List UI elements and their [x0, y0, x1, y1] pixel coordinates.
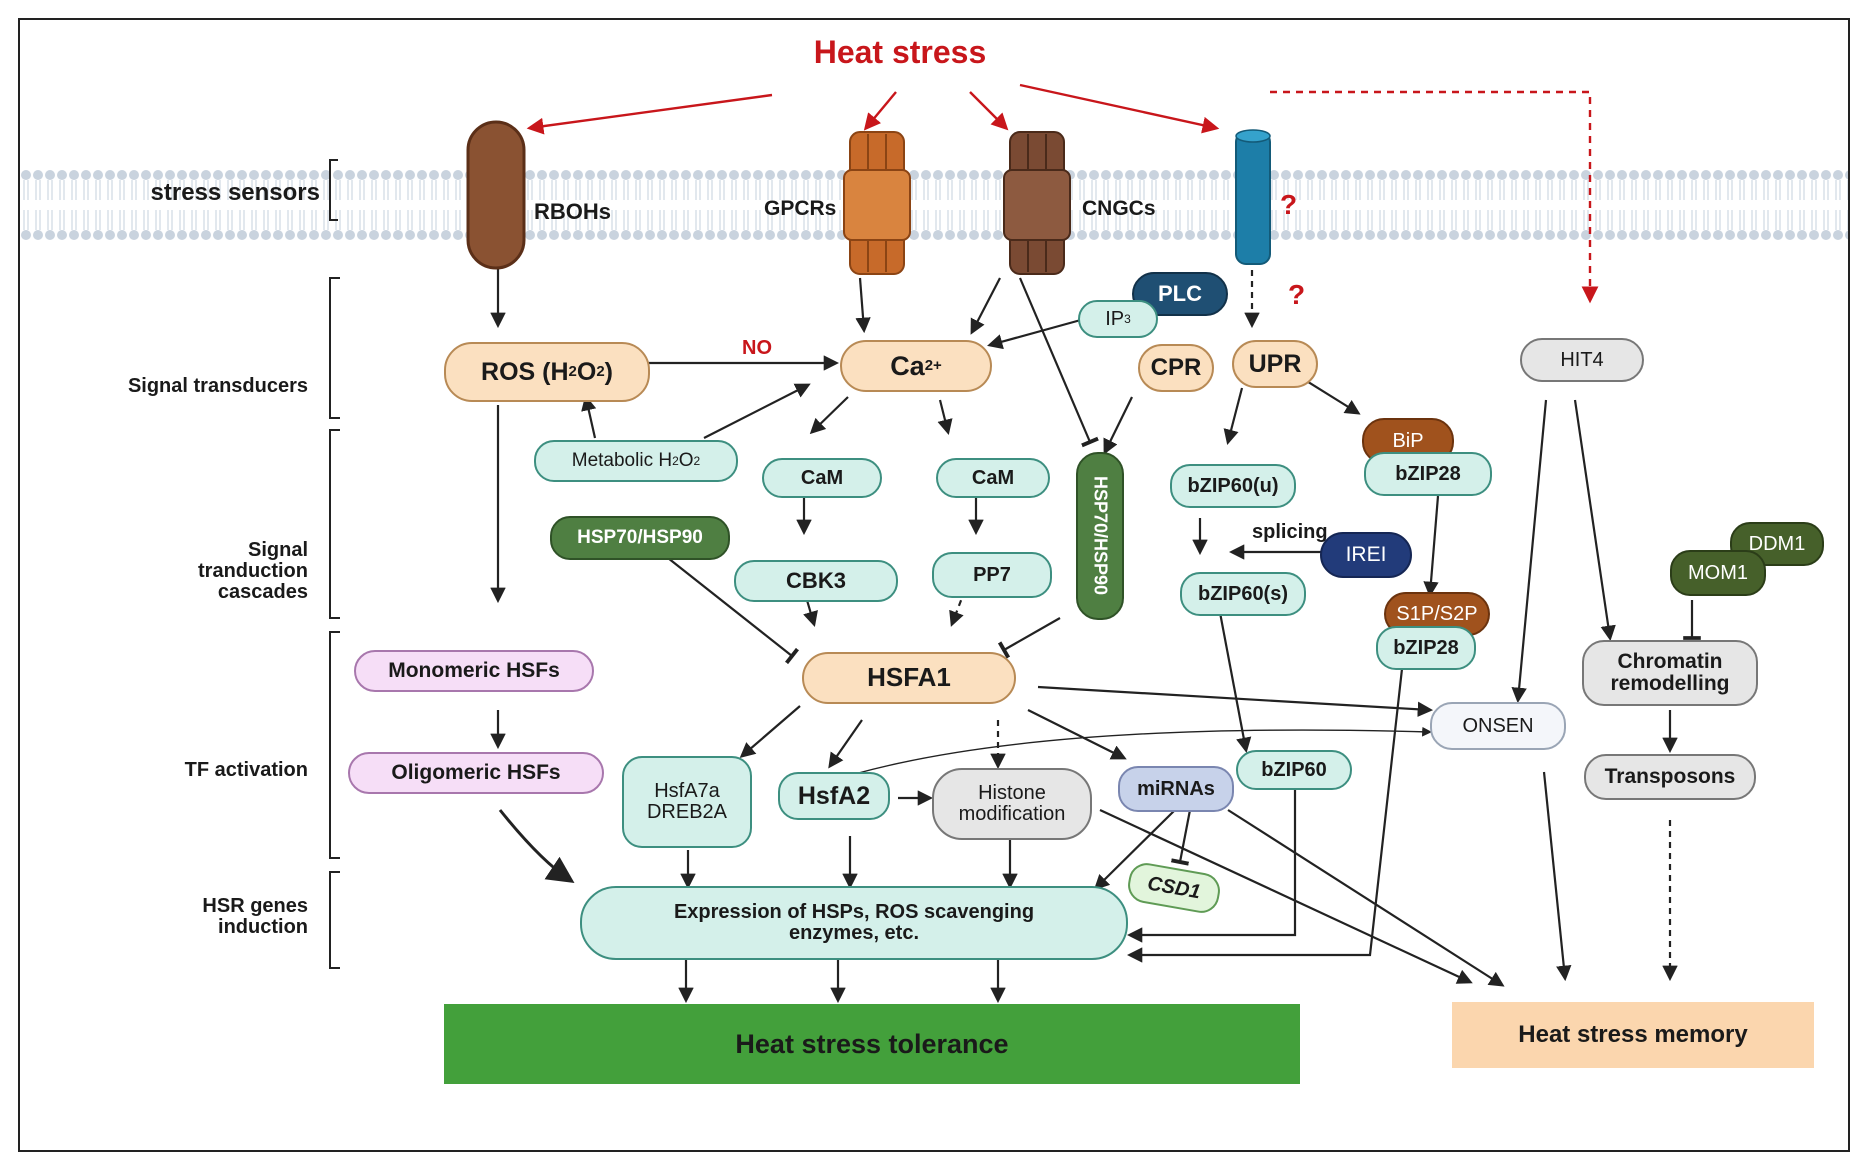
ros-sub-2: 2	[596, 363, 605, 381]
label-gpcrs: GPCRs	[764, 197, 837, 220]
label-cascades-line2: tranduction	[198, 560, 308, 582]
label-cascades-line1: Signal	[247, 539, 308, 561]
node-hsfa1: HSFA1	[802, 652, 1016, 704]
outcome-heat-stress-tolerance: Heat stress tolerance	[444, 1004, 1300, 1084]
node-transposons: Transposons	[1584, 754, 1756, 800]
node-onsen: ONSEN	[1430, 702, 1566, 750]
label-cascades-line3: cascades	[217, 581, 308, 603]
label-signal-transducers: Signal transducers	[127, 375, 308, 397]
node-bzip28-top: bZIP28	[1364, 452, 1492, 496]
metabolic-text-1: Metabolic H	[571, 450, 673, 472]
node-histone-modification: Histone modification	[932, 768, 1092, 840]
label-hsr-genes: HSR genes induction	[100, 896, 308, 938]
node-bzip60s: bZIP60(s)	[1180, 572, 1306, 616]
ros-text-2: O	[576, 357, 597, 386]
rbohs-sensor-shape	[466, 120, 526, 270]
label-unknown-pathway: ?	[1288, 279, 1306, 310]
expression-line2: enzymes, etc.	[788, 922, 920, 944]
label-tf-activation: TF activation	[184, 759, 308, 781]
node-oligomeric-hsfs: Oligomeric HSFs	[348, 752, 604, 794]
node-cam-left: CaM	[762, 458, 882, 498]
label-unknown-sensor: ?	[1280, 189, 1298, 220]
histone-line1: Histone	[978, 782, 1046, 804]
ip3-text: IP	[1105, 307, 1125, 330]
outcome-heat-stress-memory: Heat stress memory	[1452, 1002, 1814, 1068]
section-brackets	[329, 159, 340, 969]
diagram-frame: Heat stress stress sensors Signal transd…	[18, 18, 1850, 1152]
label-hsr-line2: induction	[218, 916, 308, 938]
expression-line1: Expression of HSPs, ROS scavenging	[673, 901, 1035, 923]
node-expression-hsps: Expression of HSPs, ROS scavenging enzym…	[580, 886, 1128, 960]
metabolic-sub-2: 2	[693, 453, 701, 468]
node-hsp70-hsp90-left: HSP70/HSP90	[550, 516, 730, 560]
ca-text: Ca	[890, 350, 925, 381]
label-hsr-line1: HSR genes	[202, 895, 308, 917]
ros-sub-1: 2	[568, 363, 577, 381]
node-pp7: PP7	[932, 552, 1052, 598]
node-cpr: CPR	[1138, 344, 1214, 392]
label-rbohs: RBOHs	[534, 199, 612, 224]
ros-text-3: )	[604, 357, 613, 386]
node-monomeric-hsfs: Monomeric HSFs	[354, 650, 594, 692]
plasma-membrane	[20, 170, 1848, 244]
label-cascades: Signal tranduction cascades	[110, 540, 308, 603]
cngcs-sensor-shape	[1003, 131, 1071, 275]
histone-line2: modification	[958, 803, 1066, 825]
chromatin-line2: remodelling	[1610, 672, 1730, 695]
unknown-sensor-shape	[1235, 129, 1271, 265]
node-upr: UPR	[1232, 340, 1318, 388]
node-chromatin-remodelling: Chromatin remodelling	[1582, 640, 1758, 706]
chromatin-line1: Chromatin	[1617, 649, 1723, 673]
node-bzip28-bottom: bZIP28	[1376, 626, 1476, 670]
node-cam-right: CaM	[936, 458, 1050, 498]
diagram-canvas	[20, 83, 1848, 1004]
metabolic-sub-1: 2	[672, 453, 679, 468]
hsfa7a-line1: HsfA7a	[654, 780, 720, 802]
ip3-sub: 3	[1124, 311, 1131, 326]
hsfa7a-line2: DREB2A	[646, 801, 728, 823]
node-hsp70-hsp90-vertical: HSP70/HSP90	[1076, 452, 1124, 620]
label-cngcs: CNGCs	[1082, 197, 1156, 220]
gpcrs-sensor-shape	[843, 131, 911, 275]
label-splicing: splicing	[1252, 521, 1328, 543]
node-bzip60: bZIP60	[1236, 750, 1352, 790]
node-ire1: IREI	[1320, 532, 1412, 578]
hsp-vertical-text: HSP70/HSP90	[1090, 476, 1111, 596]
node-hsfa2: HsfA2	[778, 772, 890, 820]
diagram-title: Heat stress	[813, 34, 987, 70]
node-mirnas: miRNAs	[1118, 766, 1234, 812]
node-hsfa7a-dreb2a: HsfA7a DREB2A	[622, 756, 752, 848]
node-hit4: HIT4	[1520, 338, 1644, 382]
node-cbk3: CBK3	[734, 560, 898, 602]
node-mom1: MOM1	[1670, 550, 1766, 596]
node-bzip60u: bZIP60(u)	[1170, 464, 1296, 508]
metabolic-text-2: O	[678, 450, 694, 472]
node-plc: PLC	[1132, 272, 1228, 316]
label-no: NO	[742, 337, 772, 359]
ros-text-1: ROS (H	[481, 357, 569, 386]
label-stress-sensors: stress sensors	[150, 179, 320, 206]
ca-sup: 2+	[924, 357, 942, 375]
